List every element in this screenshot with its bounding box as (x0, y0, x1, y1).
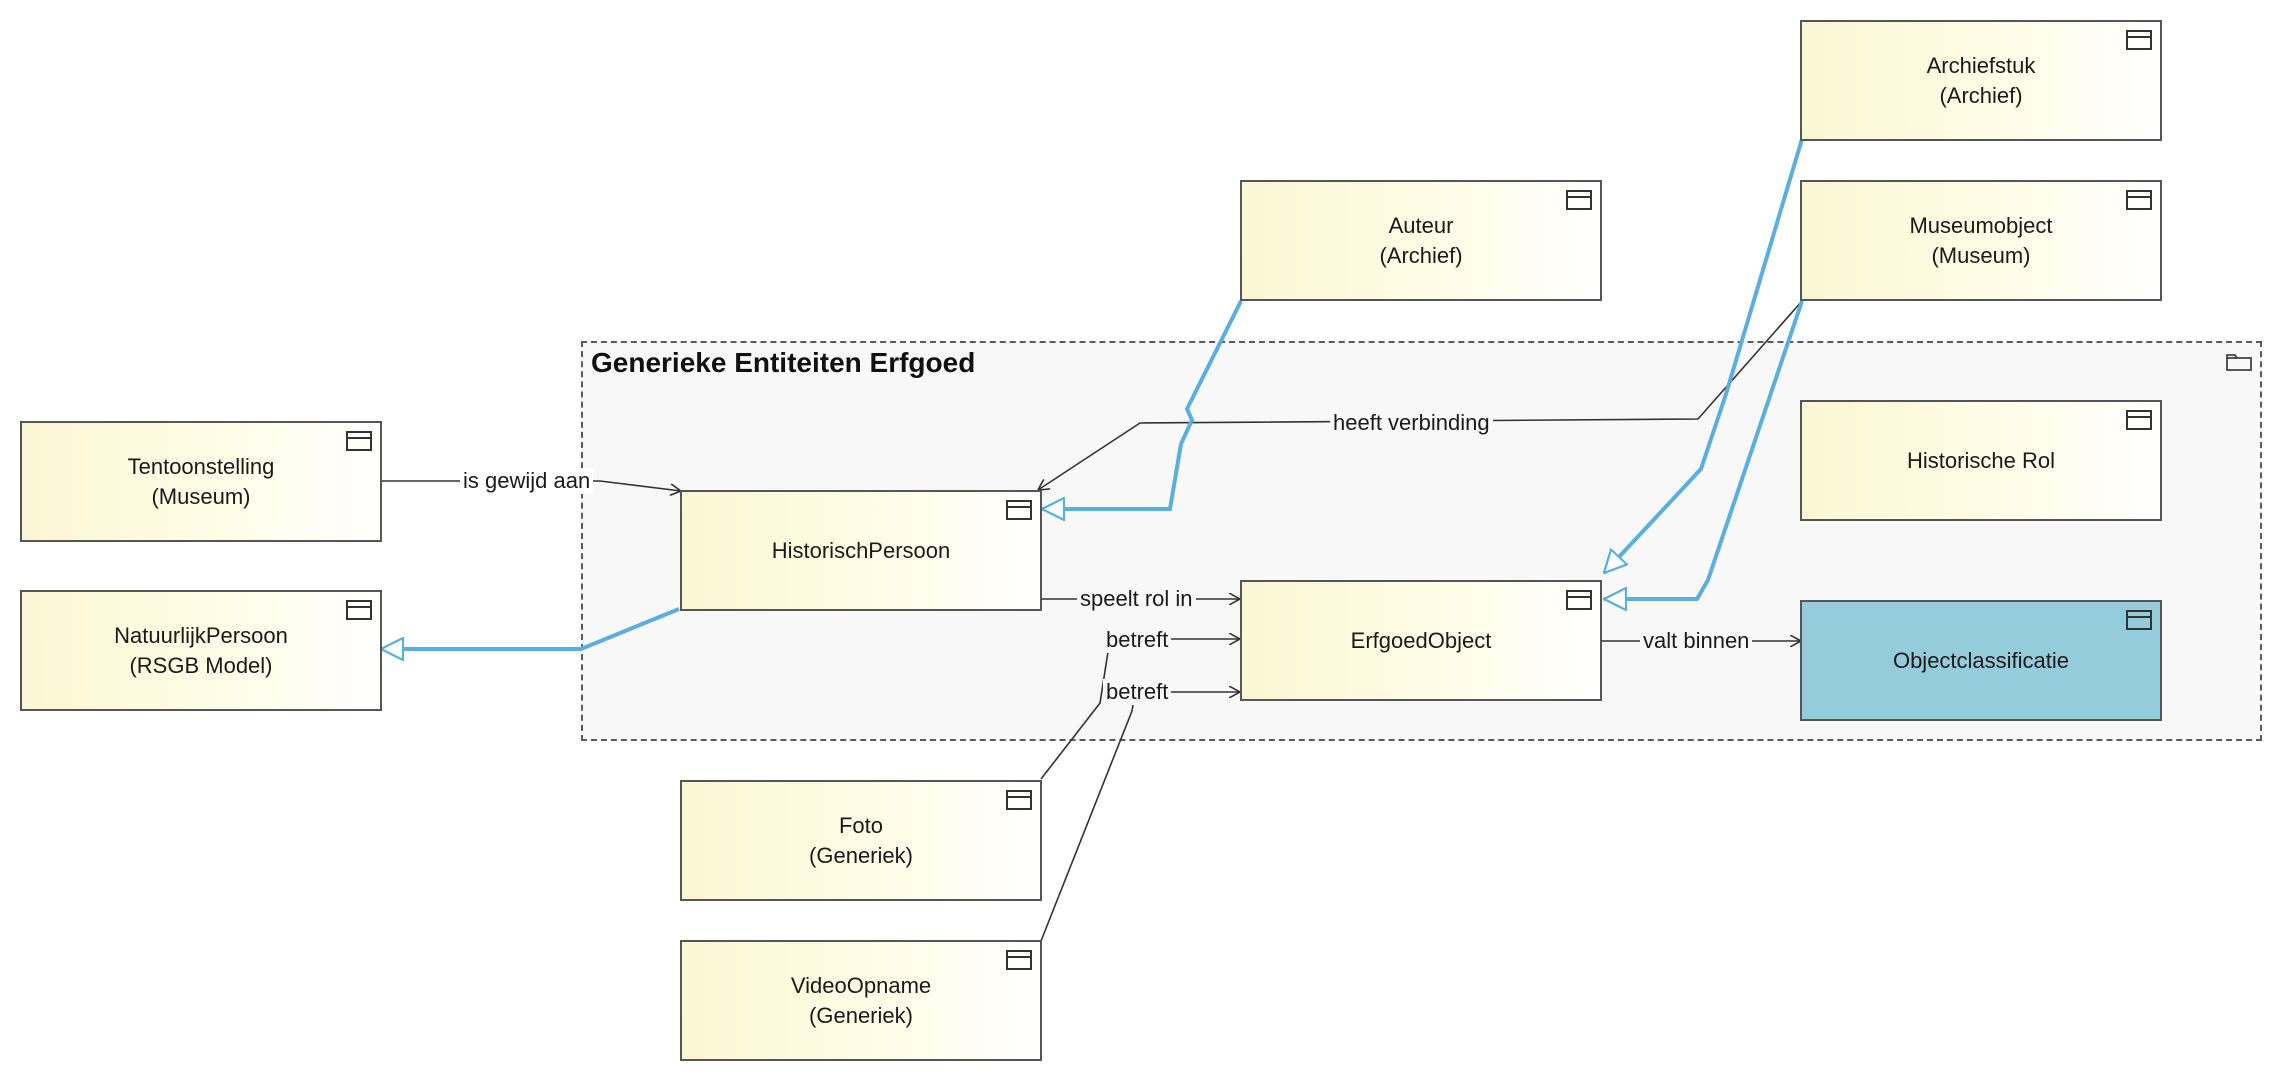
assoc-heeft-verbinding[interactable] (1038, 300, 1803, 490)
class-box-icon (2126, 30, 2152, 50)
class-box-icon (2126, 610, 2152, 630)
entity-stereotype: (Museum) (151, 483, 251, 509)
assoc-is-gewijd-aan[interactable] (381, 480, 681, 491)
label-betreft-video: betreft (1103, 679, 1172, 705)
entity-stereotype: (Archief) (1939, 82, 2023, 108)
package-title: Generieke Entiteiten Erfgoed (591, 347, 976, 378)
entity-name: Archiefstuk (1926, 52, 2036, 78)
entity-name: ErfgoedObject (1350, 627, 1492, 653)
label-valt-binnen: valt binnen (1640, 628, 1753, 654)
package-folder-icon (2226, 354, 2252, 371)
class-box-icon (346, 431, 372, 451)
entity-name: VideoOpname (790, 972, 932, 998)
entity-auteur[interactable]: Auteur (Archief) (1240, 180, 1602, 301)
label-is-gewijd-aan: is gewijd aan (460, 468, 594, 494)
label-speelt-rol-in: speelt rol in (1077, 586, 1196, 612)
gen-historisch-to-natuurlijk[interactable] (381, 607, 680, 649)
label-heeft-verbinding: heeft verbinding (1330, 410, 1493, 436)
entity-foto[interactable]: Foto (Generiek) (680, 780, 1042, 901)
class-box-icon (1566, 590, 1592, 610)
gen-auteur-to-historisch[interactable] (1042, 300, 1243, 509)
entity-stereotype: (RSGB Model) (129, 652, 273, 678)
entity-tentoonstelling[interactable]: Tentoonstelling (Museum) (20, 421, 382, 542)
class-box-icon (2126, 410, 2152, 430)
assoc-betreft-video[interactable] (1040, 692, 1240, 942)
entity-objectclassificatie[interactable]: Objectclassificatie (1800, 600, 2162, 721)
class-box-icon (346, 600, 372, 620)
entity-name: HistorischPersoon (771, 537, 951, 563)
gen-museumobject-to-erfgoed[interactable] (1604, 300, 1804, 599)
assoc-betreft-foto[interactable] (1040, 639, 1240, 780)
label-betreft-foto: betreft (1103, 627, 1172, 653)
entity-stereotype: (Generiek) (809, 842, 913, 868)
entity-name: Museumobject (1909, 212, 2053, 238)
entity-historische-rol[interactable]: Historische Rol (1800, 400, 2162, 521)
entity-name: Auteur (1388, 212, 1454, 238)
class-box-icon (1006, 950, 1032, 970)
entity-name: Objectclassificatie (1892, 647, 2070, 673)
entity-name: Foto (838, 812, 884, 838)
entity-name: Historische Rol (1907, 447, 2055, 473)
entity-stereotype: (Generiek) (809, 1002, 913, 1028)
entity-archiefstuk[interactable]: Archiefstuk (Archief) (1800, 20, 2162, 141)
class-box-icon (2126, 190, 2152, 210)
class-box-icon (1566, 190, 1592, 210)
entity-erfgoed-object[interactable]: ErfgoedObject (1240, 580, 1602, 701)
entity-video-opname[interactable]: VideoOpname (Generiek) (680, 940, 1042, 1061)
entity-stereotype: (Museum) (1931, 242, 2031, 268)
class-box-icon (1006, 790, 1032, 810)
entity-name: Tentoonstelling (127, 453, 275, 479)
entity-historisch-persoon[interactable]: HistorischPersoon (680, 490, 1042, 611)
entity-stereotype: (Archief) (1379, 242, 1463, 268)
entity-museumobject[interactable]: Museumobject (Museum) (1800, 180, 2162, 301)
class-box-icon (1006, 500, 1032, 520)
gen-archiefstuk-to-erfgoed[interactable] (1604, 138, 1804, 573)
entity-natuurlijk-persoon[interactable]: NatuurlijkPersoon (RSGB Model) (20, 590, 382, 711)
entity-name: NatuurlijkPersoon (114, 622, 288, 648)
